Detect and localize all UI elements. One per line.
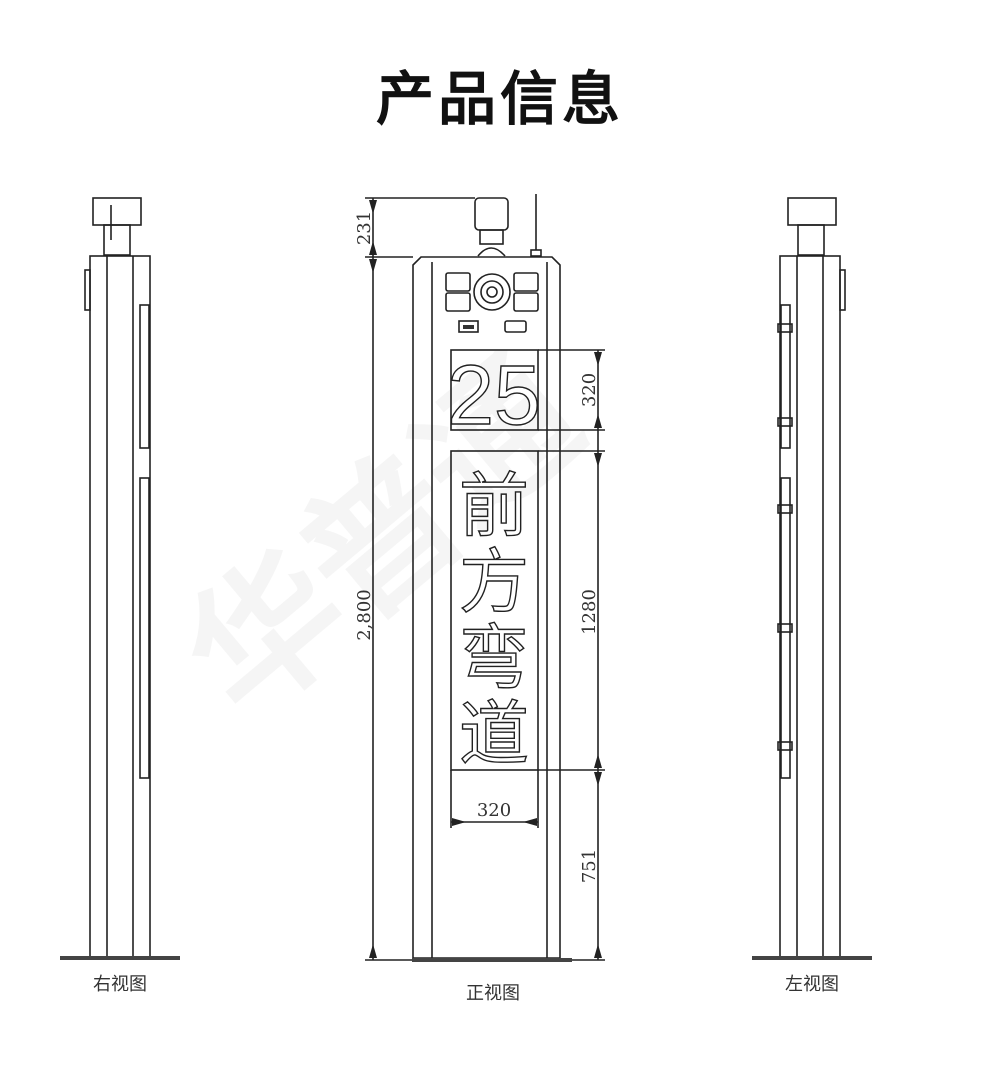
left-side-view: 左视图: [752, 197, 872, 995]
speed-display: 25: [447, 348, 540, 442]
dim-751: 751: [579, 849, 600, 883]
sign-char: 方: [459, 541, 529, 623]
dimension-lines: 231 2,800 320 1280 751 320: [354, 197, 605, 961]
right-view-label: 右视图: [93, 974, 147, 995]
sign-char: 弯: [459, 617, 529, 699]
sign-char: 前: [459, 465, 529, 547]
dim-231: 231: [354, 211, 375, 245]
dim-2800: 2,800: [354, 589, 375, 641]
dim-1280: 1280: [579, 589, 600, 635]
page-title: 产品信息: [375, 65, 624, 133]
front-view-label: 正视图: [466, 983, 520, 1004]
dim-320-width: 320: [477, 800, 511, 821]
left-view-label: 左视图: [785, 974, 839, 995]
right-side-view: 右视图: [60, 197, 180, 995]
sign-char: 道: [459, 693, 529, 775]
front-view: 25 前 方 弯 道 正视图: [412, 194, 572, 1004]
dim-320-height: 320: [579, 373, 600, 407]
